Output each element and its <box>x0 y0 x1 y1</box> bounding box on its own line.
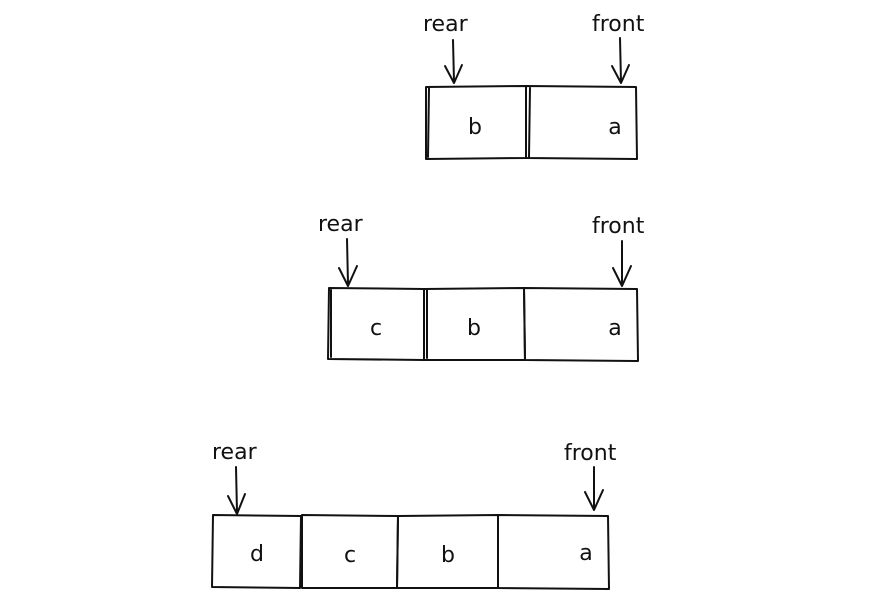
front-arrow <box>612 240 632 287</box>
cell-value: a <box>608 316 621 341</box>
cell-value: c <box>370 316 382 341</box>
rear-label: rear <box>423 12 469 37</box>
queue-cell: c <box>301 514 399 589</box>
queue-cell: c <box>327 287 425 361</box>
rear-arrow <box>338 238 358 287</box>
queue-3: rear front d c b a <box>211 440 617 590</box>
rear-label: rear <box>212 440 258 465</box>
cell-value: b <box>468 115 482 140</box>
queue-cell: b <box>396 514 499 589</box>
queue-2: rear front c b a <box>318 212 645 362</box>
front-label: front <box>592 12 645 37</box>
queue-cell: d <box>211 514 302 589</box>
queue-cell: a <box>525 85 638 160</box>
cell-value: b <box>467 316 481 341</box>
cell-value: c <box>344 543 356 568</box>
queue-cell: a <box>523 287 639 362</box>
rear-arrow <box>444 39 463 84</box>
cell-value: b <box>441 543 455 568</box>
rear-label: rear <box>318 212 364 237</box>
front-label: front <box>564 441 617 466</box>
front-label: front <box>592 214 645 239</box>
front-arrow <box>611 37 630 84</box>
queue-cell: b <box>423 287 526 361</box>
cell-value: d <box>250 542 264 567</box>
queue-cell: b <box>425 85 527 160</box>
queue-cell: a <box>497 514 610 590</box>
rear-arrow <box>227 466 246 515</box>
front-arrow <box>584 466 604 511</box>
queue-1: rear front b a <box>423 12 645 160</box>
cell-value: a <box>608 115 621 140</box>
cell-value: a <box>579 541 592 566</box>
